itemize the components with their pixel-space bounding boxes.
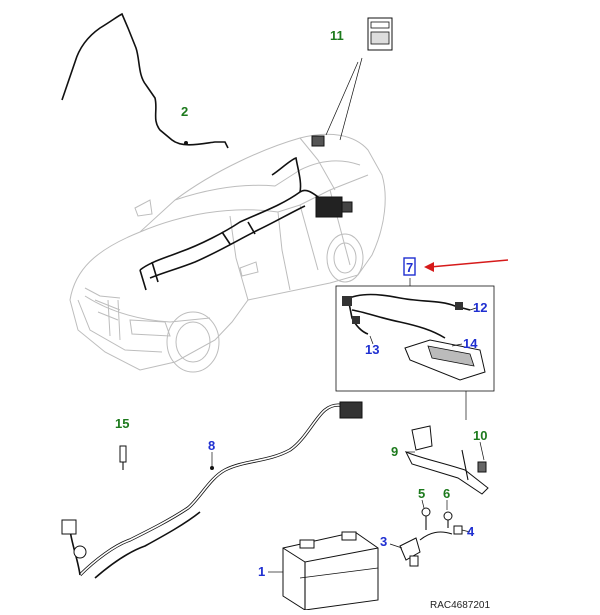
item-15 — [119, 445, 127, 470]
callout-1: 1 — [258, 564, 265, 579]
callout-2: 2 — [181, 104, 188, 119]
callout-11: 11 — [330, 28, 344, 43]
battery-cable — [61, 401, 363, 579]
item-7-highlight — [403, 257, 509, 276]
callout-13: 13 — [365, 342, 379, 357]
bracket-9-10 — [404, 425, 489, 495]
callout-4: 4 — [467, 524, 475, 539]
callout-15: 15 — [115, 416, 129, 431]
terminal-parts — [389, 499, 471, 567]
callout-9: 9 — [391, 444, 398, 459]
callout-6: 6 — [443, 486, 450, 501]
battery — [268, 531, 379, 611]
module-11 — [311, 17, 393, 147]
callout-5: 5 — [418, 486, 425, 501]
callout-10: 10 — [473, 428, 487, 443]
callout-7: 7 — [406, 260, 413, 275]
callout-12: 12 — [473, 300, 487, 315]
callout-labels: 1 2 3 4 5 6 7 8 9 10 11 12 13 14 15 — [115, 28, 487, 579]
diagram-reference: RAC4687201 — [430, 600, 490, 610]
callout-8: 8 — [208, 438, 215, 453]
callout-14: 14 — [463, 336, 478, 351]
vehicle-outline — [69, 133, 386, 373]
vehicle-harness — [139, 156, 353, 291]
callout-3: 3 — [380, 534, 387, 549]
detail-inset — [335, 278, 495, 420]
antenna-cable — [61, 12, 229, 149]
